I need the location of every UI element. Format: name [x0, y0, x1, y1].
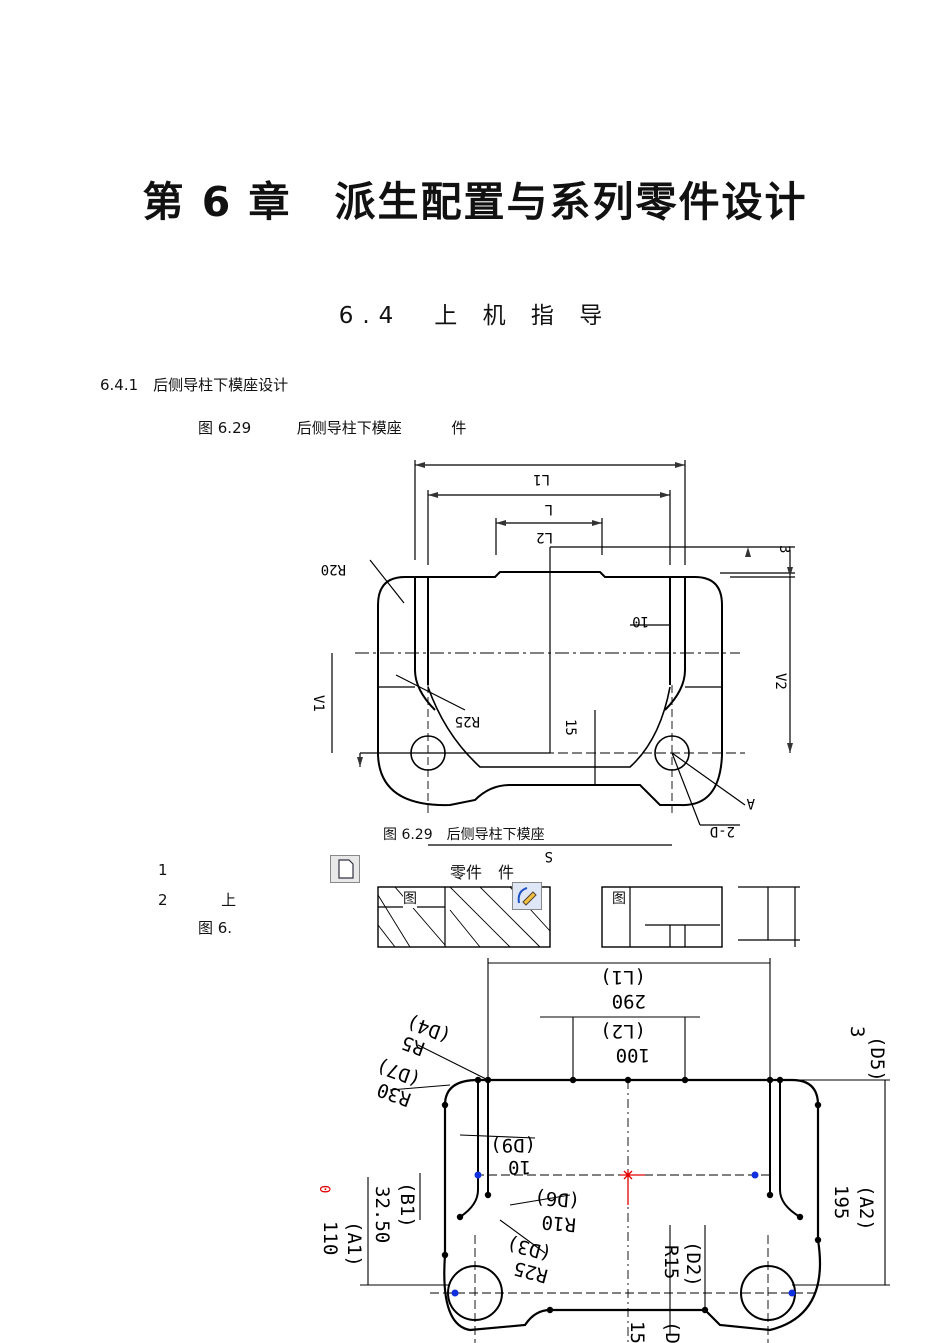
step-2-text: 上 [221, 891, 237, 909]
label-3b: 3 [846, 1026, 868, 1037]
label-195: 195 [830, 1185, 852, 1219]
step-2: 2 上 [158, 889, 236, 910]
step-2-number: 2 [158, 891, 168, 909]
figure-number: 图 6.29 [198, 419, 252, 437]
label-r10: R10 [541, 1211, 577, 1236]
step-1: 1 [158, 861, 168, 879]
label-10b: 10 [508, 1156, 531, 1178]
label-v1: V1 [310, 695, 326, 712]
step-figure-ref: 图 6. [198, 919, 233, 937]
label-l2: L2 [536, 529, 553, 545]
label-d3: (D3) [504, 1232, 554, 1265]
figure-text: 后侧导柱下模座 [296, 419, 402, 437]
label-l: L [545, 501, 553, 517]
arrow [415, 462, 425, 468]
label-d5: (D5) [866, 1036, 888, 1082]
label-d2: (D2) [682, 1241, 704, 1287]
label-l1-paren: (L1) [600, 966, 646, 988]
label-15b: 15 [626, 1321, 648, 1343]
chapter-title: 第 6 章 派生配置与系列零件设计 [142, 178, 808, 226]
label-a1: (A1) [343, 1221, 365, 1267]
label-r20: R20 [321, 561, 346, 577]
fig-left: 图 [403, 888, 417, 908]
label-3250: 32.50 [371, 1186, 393, 1243]
upper-overlay-text: 零件 件 [450, 863, 515, 882]
svg-text:0: 0 [316, 1185, 332, 1193]
label-d1: (D1) [661, 1321, 683, 1343]
label-2d: 2-D [710, 823, 735, 839]
step-1-number: 1 [158, 861, 168, 879]
figure-suffix: 件 [451, 419, 467, 437]
label-a2: (A2) [855, 1185, 877, 1231]
label-v2: V2 [772, 673, 788, 690]
upper-caption: 图 6.29 后侧导柱下模座 [383, 827, 545, 843]
label-15: 15 [562, 719, 578, 736]
label-s: S [545, 848, 553, 864]
fig-right: 图 [612, 888, 626, 908]
label-d6: (D6) [533, 1186, 581, 1212]
figure-line: 图 6.29 后侧导柱下模座 件 [198, 417, 466, 438]
label-r15: R15 [660, 1245, 682, 1279]
sketch-pencil-icon[interactable] [512, 882, 542, 910]
section-title: 6.4 上 机 指 导 [338, 303, 612, 329]
label-110: 110 [319, 1221, 341, 1255]
label-a: A [746, 795, 755, 811]
lower-sketch: (L1) 290 (L2) 100 (D4) R5 (D7) R30 (D9) … [316, 958, 890, 1343]
document-icon[interactable] [330, 855, 360, 883]
subsection-title: 6.4.1 后侧导柱下模座设计 [100, 376, 289, 394]
label-3: 3 [776, 545, 792, 553]
label-b1: (B1) [396, 1182, 418, 1228]
label-290: 290 [612, 990, 646, 1012]
label-l1: L1 [533, 471, 550, 487]
label-100: 100 [616, 1044, 650, 1066]
label-r25: R25 [455, 713, 480, 729]
label-10: 10 [632, 613, 649, 629]
label-d9: (D9) [490, 1134, 536, 1156]
label-l2-paren: (L2) [600, 1020, 646, 1042]
upper-drawing: L1 L L2 R20 10 R25 15 3 V2 V1 A 2-D S [310, 460, 800, 948]
